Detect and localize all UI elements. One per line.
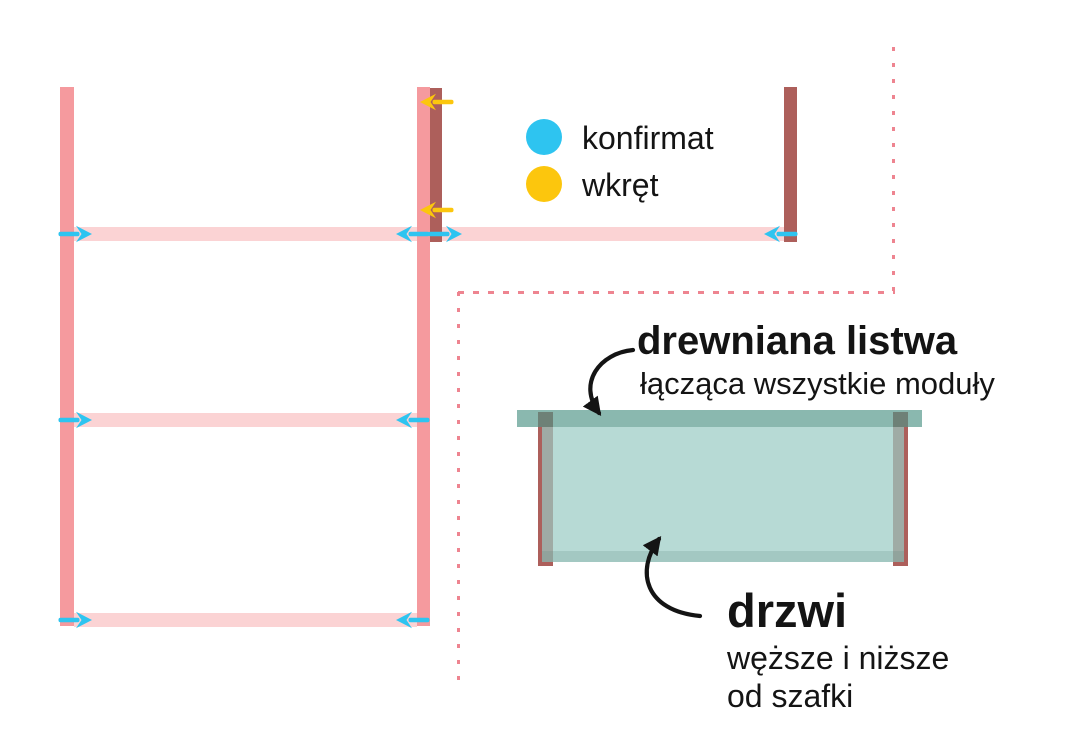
konfirmat-dot-icon	[526, 119, 562, 155]
shelf-top-left	[74, 227, 417, 241]
dotted-boundary-vertical-left	[457, 292, 460, 690]
legend-label-wkret: wkręt	[582, 167, 659, 203]
shelf-top-right	[442, 227, 784, 241]
legend-label-konfirmat: konfirmat	[582, 120, 714, 156]
right-wooden-batten	[784, 87, 797, 242]
drzwi-subtitle-line2: od szafki	[727, 678, 854, 714]
dotted-boundary-horizontal	[458, 291, 895, 294]
listwa-pointer-arrow	[582, 347, 636, 416]
middle-wooden-batten	[430, 88, 442, 242]
wkret-dot-icon	[526, 166, 562, 202]
left-side-panel	[60, 87, 74, 626]
dotted-boundary-vertical-right	[892, 47, 895, 292]
wooden-strip-listwa	[517, 410, 922, 427]
door-bottom-edge	[542, 551, 904, 562]
shelf-bottom	[74, 613, 417, 627]
drzwi-title: drzwi	[727, 584, 848, 637]
shelf-middle	[74, 413, 417, 427]
listwa-title: drewniana listwa	[637, 319, 958, 363]
drzwi-subtitle-line1: węższe i niższe	[727, 640, 950, 676]
middle-side-panel	[417, 87, 430, 626]
listwa-subtitle: łącząca wszystkie moduły	[640, 366, 995, 401]
door-drzwi	[542, 427, 904, 562]
